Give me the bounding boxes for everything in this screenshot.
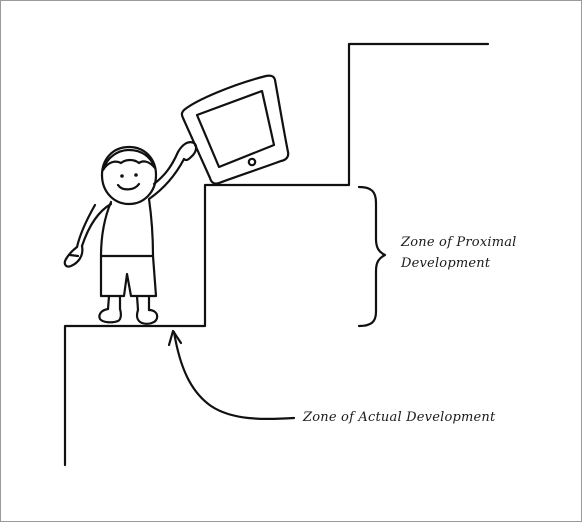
child-figure <box>65 142 196 324</box>
tablet-home-button <box>249 159 255 165</box>
child-hand-right <box>178 142 196 160</box>
zpd-brace <box>359 187 385 326</box>
child-legs <box>108 296 149 310</box>
child-shoe-left <box>99 309 121 322</box>
child-shorts <box>101 256 156 296</box>
child-eye-left <box>120 174 124 178</box>
zone-of-actual-development-label: Zone of Actual Development <box>303 407 573 428</box>
tablet-body <box>182 76 288 184</box>
child-shoe-right <box>137 310 157 324</box>
tablet-screen <box>197 91 274 167</box>
zone-of-proximal-development-label: Zone of Proximal Development <box>401 232 571 274</box>
child-hand-left <box>65 246 83 267</box>
child-eye-right <box>134 173 138 177</box>
child-arm-right <box>149 152 184 199</box>
child-smile <box>118 184 139 189</box>
tablet <box>182 76 288 184</box>
zpd-label-line-2: Development <box>401 253 571 274</box>
zad-arrow-shaft <box>174 332 294 419</box>
child-arm-left <box>77 204 111 247</box>
child-torso <box>101 199 153 256</box>
zpd-label-line-1: Zone of Proximal <box>401 232 571 253</box>
